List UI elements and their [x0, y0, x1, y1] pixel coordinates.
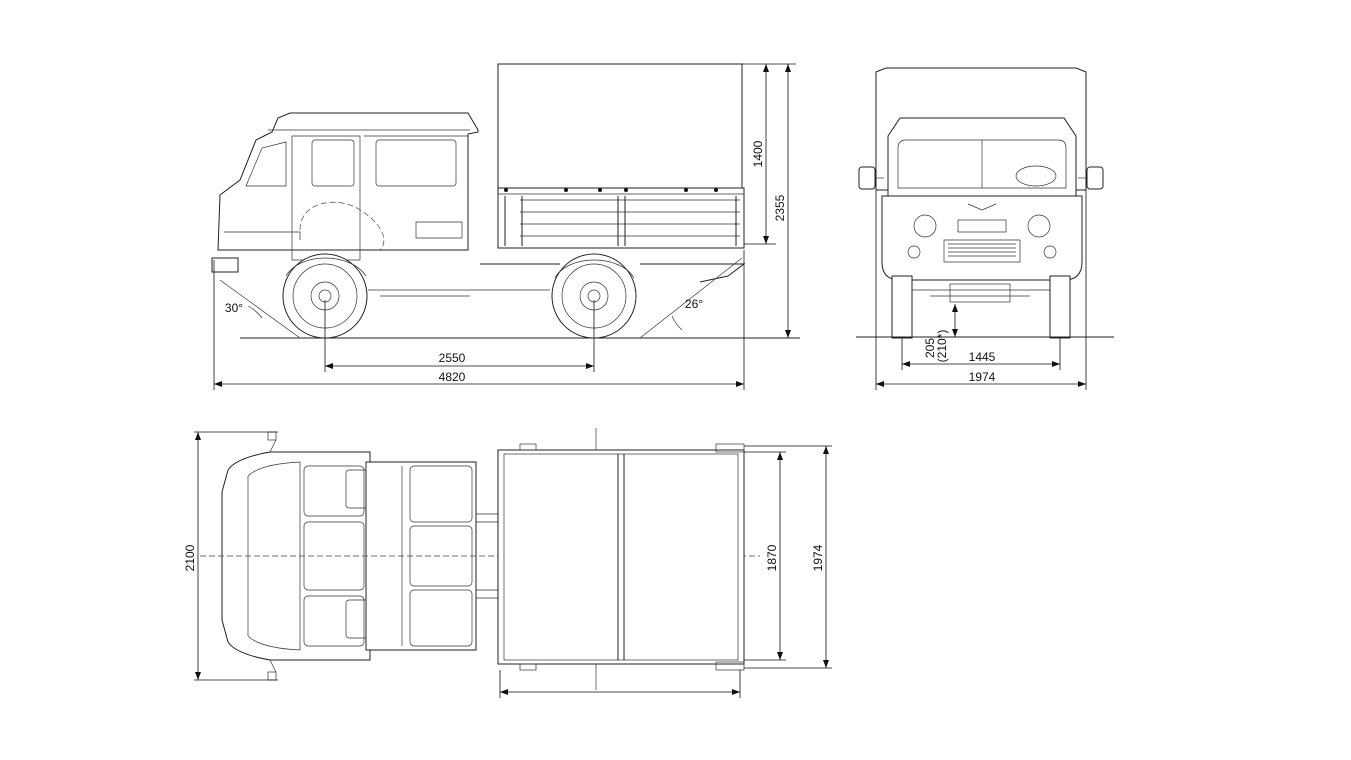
- front-plate: [957, 219, 1007, 233]
- side-cab: [217, 112, 479, 251]
- label-front-width: 1974: [969, 370, 996, 384]
- top-platform: [497, 449, 745, 665]
- front-windshield: [897, 139, 1067, 189]
- label-ground-clearance: 205: [923, 338, 937, 358]
- side-rear-window: [375, 139, 457, 187]
- label-mirror-width: 2100: [183, 544, 197, 571]
- label-overall-height: 2355: [773, 194, 787, 221]
- front-body: [881, 195, 1083, 281]
- front-right-wheel: [1049, 275, 1071, 339]
- label-platform-outer-width: 1974: [811, 544, 825, 571]
- label-departure-angle: 26°: [685, 297, 703, 311]
- side-door-window: [311, 139, 355, 187]
- side-dimensions: [213, 63, 796, 390]
- front-left-headlight: [913, 214, 937, 238]
- label-platform-inner-width: 1870: [765, 544, 779, 571]
- side-awning: [497, 63, 743, 189]
- side-view: [211, 63, 800, 339]
- front-right-mirror: [1086, 166, 1104, 190]
- side-front-bumper: [211, 257, 239, 273]
- front-dimensions: [875, 190, 1087, 390]
- label-overall-length: 4820: [439, 370, 466, 384]
- label-ground-clearance-alt: (210*): [935, 330, 949, 363]
- label-wheelbase: 2550: [439, 351, 466, 365]
- label-track: 1445: [969, 350, 996, 364]
- front-view: [856, 67, 1114, 339]
- front-right-headlight: [1027, 214, 1051, 238]
- front-left-wheel: [891, 275, 913, 339]
- front-left-mirror: [858, 166, 876, 190]
- side-windshield: [245, 141, 287, 187]
- front-grille: [943, 239, 1021, 263]
- top-view: [200, 428, 760, 690]
- top-dimensions: [194, 431, 832, 698]
- label-awning-height: 1400: [751, 140, 765, 167]
- side-cargo-body: [497, 187, 745, 249]
- label-approach-angle: 30°: [225, 301, 243, 315]
